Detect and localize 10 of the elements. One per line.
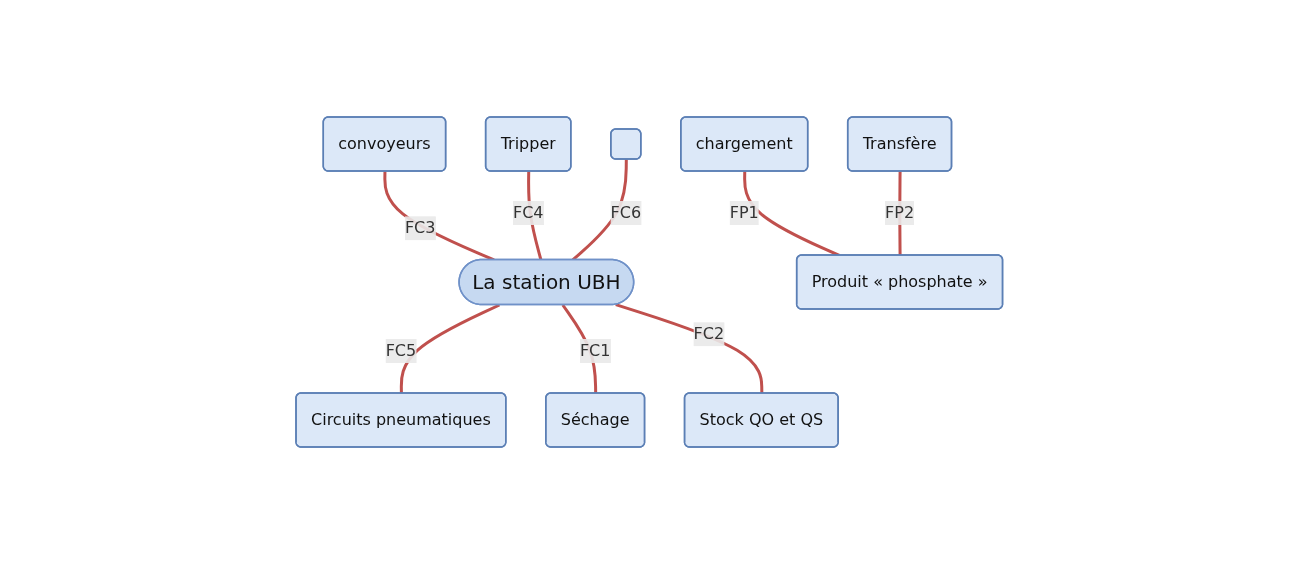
edge-label: FP1 [729, 202, 759, 222]
connector [400, 303, 501, 393]
edge-label: FC3 [405, 217, 436, 237]
edge-label: FC4 [513, 202, 544, 222]
edge-label: FC5 [385, 340, 417, 360]
edge-label: FC1 [580, 340, 611, 360]
edge-label: FC6 [610, 202, 642, 222]
edge-label: FP2 [885, 202, 915, 222]
connector [615, 302, 764, 393]
edge-label: FC2 [693, 323, 725, 343]
